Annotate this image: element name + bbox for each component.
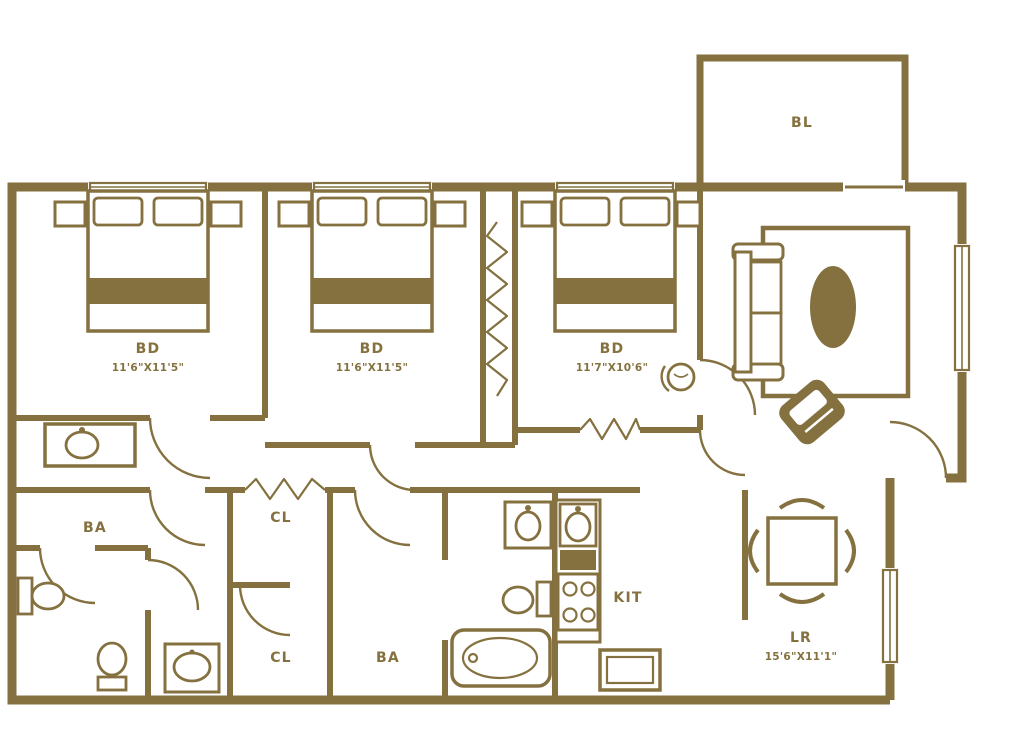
- stove-burner: [580, 607, 596, 623]
- pillow-icon: [152, 196, 204, 227]
- bathtub-basin: [461, 636, 539, 680]
- living-room-label: LR: [790, 630, 812, 646]
- kitchen-label: KIT: [613, 590, 642, 606]
- room-labels: BL BD 11'6"X11'5" BD 11'6"X11'5" BD 11'7…: [83, 115, 837, 666]
- balcony-slider-door: [843, 180, 905, 193]
- bath-left-door-arc: [148, 489, 206, 547]
- bath-left-label: BA: [83, 520, 107, 536]
- coffee-table-icon: [810, 266, 856, 348]
- toilet-icon: [96, 641, 128, 677]
- pillow-icon: [559, 196, 611, 227]
- pillow-icon: [316, 196, 368, 227]
- pillow-icon: [619, 196, 671, 227]
- sofa-cushion: [749, 311, 783, 366]
- armchair-seam: [804, 407, 834, 433]
- upper-closet-accordion-door: [244, 477, 326, 501]
- bed-blanket-band: [88, 278, 208, 304]
- sink-basin-icon: [64, 430, 100, 460]
- stove-icon: [556, 572, 600, 632]
- faucet-icon: [525, 505, 531, 511]
- closet-lower-label: CL: [270, 650, 292, 666]
- bath-main-label: BA: [376, 650, 400, 666]
- pillow-icon: [92, 196, 144, 227]
- bedroom3-closet-accordion-door: [579, 417, 642, 441]
- stove-burner: [580, 581, 596, 597]
- bed-blanket-band: [312, 278, 432, 304]
- bed-blanket-band: [555, 278, 675, 304]
- dining-chair-icon: [844, 528, 856, 574]
- kitchen-sink-basin: [564, 511, 592, 543]
- closet-door-arc: [238, 584, 291, 637]
- balcony-label: BL: [791, 115, 813, 131]
- dining-chair-icon: [778, 592, 826, 604]
- bedroom1-label: BD: [136, 341, 161, 357]
- water-closet-door-arc: [147, 558, 200, 611]
- dining-furniture: [748, 498, 856, 604]
- interior-walls: [12, 187, 748, 700]
- bedroom2-dims: 11'6"X11'5": [336, 362, 409, 374]
- fridge-inner: [605, 655, 655, 685]
- nightstand-icon: [209, 200, 243, 228]
- nightstand-icon: [277, 200, 311, 228]
- faucet-icon: [189, 649, 195, 655]
- armchair-cushion: [789, 389, 827, 425]
- bedroom2-label: BD: [360, 341, 385, 357]
- bedroom2-door-arc: [368, 444, 416, 492]
- nightstand-icon: [520, 200, 554, 228]
- sofa-icon: [733, 250, 753, 374]
- dining-entry-door-arc: [889, 420, 948, 479]
- bedroom2-furniture: [277, 189, 467, 333]
- center-closet-walls: [480, 187, 518, 448]
- bedroom3-label: BD: [600, 341, 625, 357]
- stove-burner: [562, 581, 578, 597]
- counter-block: [560, 550, 596, 570]
- bath-main-fixtures: [450, 500, 553, 688]
- desk-chair-detail: [673, 373, 689, 378]
- bathtub-drain: [467, 652, 479, 664]
- dining-chair-icon: [748, 528, 760, 574]
- bath-left-fixtures: [16, 422, 221, 694]
- desk-chair-back: [660, 365, 670, 392]
- bedroom1-furniture: [53, 189, 243, 333]
- living-room-dims: 15'6"X11'1": [765, 651, 838, 663]
- sink-basin-icon: [514, 510, 542, 542]
- bath-main-door-arc: [353, 489, 411, 547]
- kitchen-fixtures: [554, 498, 662, 692]
- sink-basin-icon: [172, 651, 212, 683]
- toilet-icon: [30, 581, 66, 611]
- bedroom1-door-arc: [148, 417, 211, 480]
- sofa-cushion: [749, 260, 783, 315]
- center-closet-accordion-door: [485, 221, 509, 397]
- nightstand-icon: [433, 200, 467, 228]
- accordion-doors: [244, 221, 642, 501]
- nightstand-icon: [675, 200, 702, 228]
- balcony-wall: [696, 54, 909, 186]
- faucet-icon: [575, 506, 581, 512]
- bedroom3-dims: 11'7"X10'6": [576, 362, 649, 374]
- living-room-window: [953, 244, 971, 372]
- pillow-icon: [376, 196, 428, 227]
- hall-living-door-arc: [698, 429, 746, 477]
- bedroom1-dims: 11'6"X11'5": [112, 362, 185, 374]
- stove-burner: [562, 607, 578, 623]
- toilet-icon: [501, 585, 535, 615]
- toilet-tank: [96, 675, 128, 692]
- living-room-furniture: [731, 225, 911, 445]
- dining-window: [881, 568, 899, 664]
- balcony-walls: [696, 54, 909, 186]
- dining-chair-icon: [778, 498, 826, 510]
- toilet-tank: [535, 580, 553, 618]
- apartment-outline-wall: [7, 182, 967, 705]
- bottom-room-divider-walls: [227, 490, 748, 700]
- closet-upper-label: CL: [270, 510, 292, 526]
- toilet-tank: [16, 576, 34, 616]
- bedroom3-furniture: [520, 189, 702, 392]
- nightstand-icon: [53, 200, 87, 228]
- faucet-icon: [79, 427, 85, 433]
- armchair-icon: [779, 379, 845, 445]
- left-bath-partition-walls: [12, 545, 290, 700]
- dining-table-icon: [766, 516, 838, 586]
